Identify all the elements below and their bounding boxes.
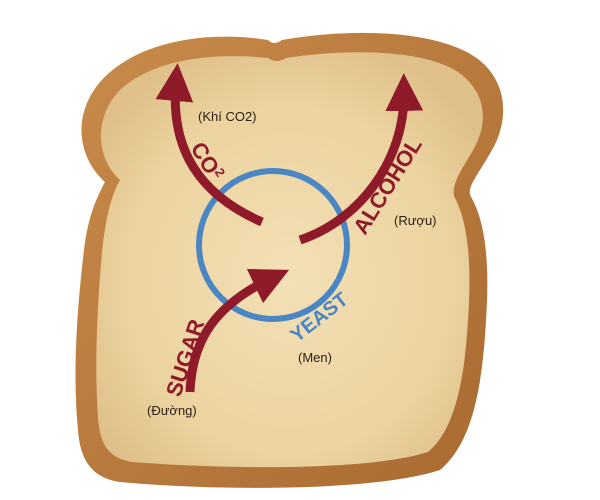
co2-arrow xyxy=(155,63,264,227)
sugar-arrow xyxy=(185,269,290,393)
yeast-note: (Men) xyxy=(298,350,332,365)
alcohol-arrow xyxy=(298,73,424,245)
alcohol-note: (Rượu) xyxy=(394,213,437,228)
yeast-circle xyxy=(196,168,350,322)
co2-note: (Khí CO2) xyxy=(198,109,257,124)
sugar-note: (Đường) xyxy=(147,403,197,418)
